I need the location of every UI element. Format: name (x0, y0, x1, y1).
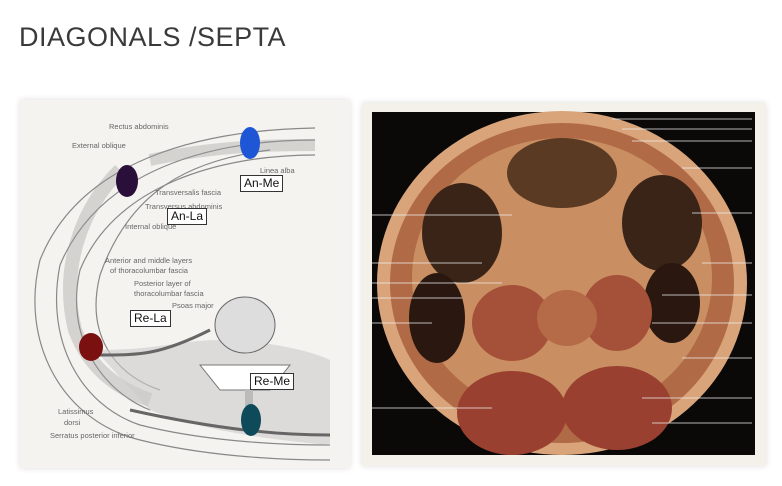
cross-section-image (372, 111, 755, 455)
slide-title: DIAGONALS /SEPTA (19, 22, 287, 52)
an-la-marker (116, 165, 138, 197)
label-latissimus: Latissimus (58, 407, 94, 416)
label-anterior-middle-layers: Anterior and middle layers (105, 256, 193, 265)
an-la-label: An-La (167, 208, 208, 225)
label-linea-alba: Linea alba (260, 166, 295, 175)
cross-section-photo (362, 103, 766, 466)
an-me-marker (240, 127, 260, 159)
label-psoas-major: Psoas major (172, 301, 214, 310)
label-posterior-layer-2: thoracolumbar fascia (134, 289, 204, 298)
label-serratus-posterior-inferior: Serratus posterior inferior (50, 431, 135, 440)
label-rectus-abdominis: Rectus abdominis (109, 122, 169, 131)
label-internal-oblique: Internal oblique (125, 222, 177, 231)
label-posterior-layer: Posterior layer of (134, 279, 191, 288)
re-me-label: Re-Me (250, 373, 295, 390)
label-latissimus-dorsi: dorsi (64, 418, 81, 427)
re-la-label: Re-La (130, 310, 171, 327)
label-external-oblique: External oblique (72, 141, 126, 150)
abdominal-wall-diagram: Rectus abdominis External oblique Linea … (20, 100, 350, 468)
label-anterior-middle-layers-2: of thoracolumbar fascia (110, 266, 188, 275)
re-la-marker (79, 333, 103, 361)
an-me-label: An-Me (240, 175, 284, 192)
label-transversus-abdominis: Transversus abdominis (145, 202, 223, 211)
re-me-marker (241, 404, 261, 436)
label-transversalis-fascia: Transversalis fascia (155, 188, 221, 197)
